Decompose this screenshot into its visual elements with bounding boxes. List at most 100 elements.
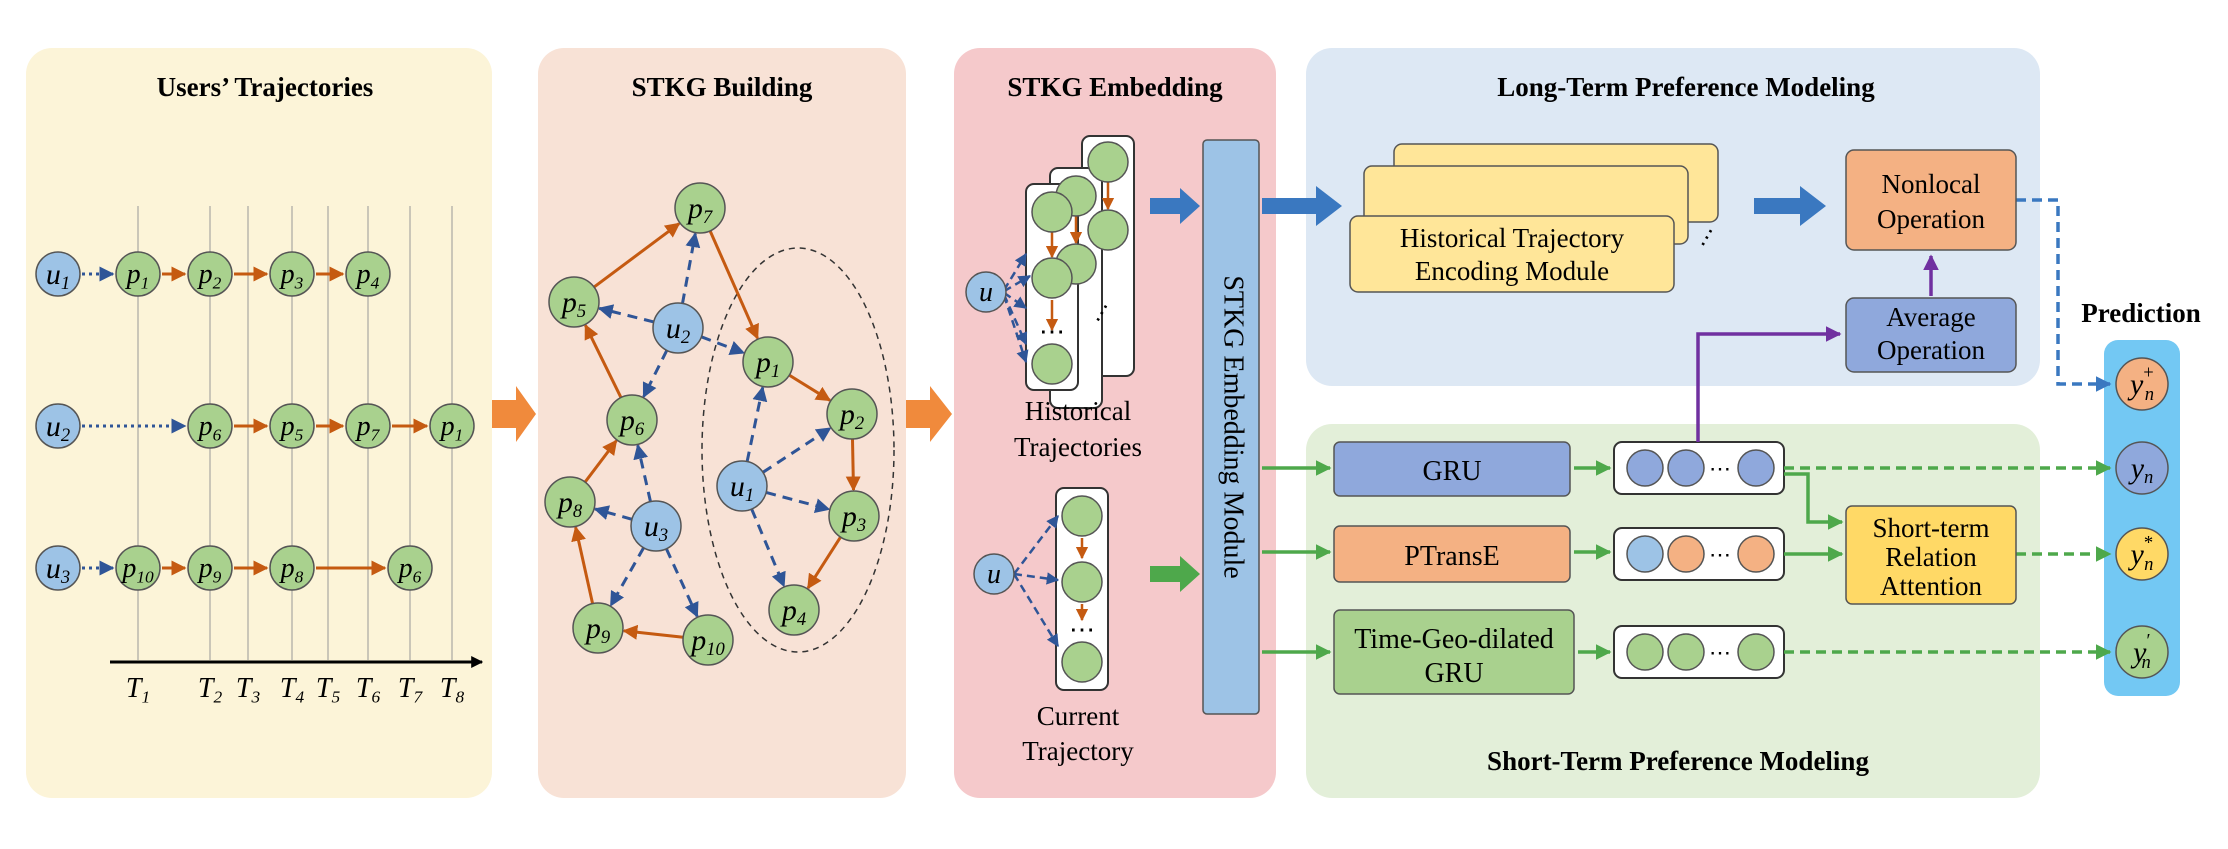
trajectory-poi-node	[115, 251, 161, 297]
user-sequence-edge	[1002, 295, 1029, 364]
gru-state-bar-node	[1667, 449, 1705, 487]
trajectory-poi-node-label: p1	[125, 259, 150, 292]
historical-user-node	[965, 271, 1007, 313]
trajectory-poi-node	[269, 251, 315, 297]
prediction-output-node-label: y+n	[2127, 362, 2154, 405]
sequence-node	[1087, 141, 1129, 183]
user-relation-edge	[762, 426, 832, 474]
graph-poi-node	[548, 276, 600, 328]
gru-state-bar-ellipsis: ⋯	[1709, 456, 1731, 481]
user-sequence-edge	[1003, 291, 1028, 310]
user-relation-edge	[765, 491, 831, 514]
trajectory-poi-node	[269, 403, 315, 449]
prediction-output-node-label: y′n	[2130, 630, 2151, 673]
time-tick-label: T4	[280, 673, 305, 706]
trajectory-poi-node-label: p2	[197, 259, 222, 292]
trajectory-poi-node	[187, 545, 233, 591]
current-user-node-label: u	[987, 559, 1001, 590]
prediction-output-node	[2115, 625, 2169, 679]
trajectory-user-node	[35, 251, 81, 297]
sequence-node	[1031, 191, 1073, 233]
historical-user-node-label: u	[979, 277, 993, 308]
trajectory-poi-node-label: p1	[439, 411, 464, 444]
graph-poi-node-label: p2	[838, 398, 864, 434]
poi-transition-edge	[708, 230, 759, 340]
trajectory-user-node-label: u2	[46, 410, 70, 446]
graph-poi-node	[674, 182, 726, 234]
prediction-output-node	[2115, 527, 2169, 581]
graph-user-node-label: u3	[644, 510, 668, 546]
module-to-encoder-arrow	[1262, 186, 1342, 226]
trajectory-poi-node-label: p7	[355, 411, 381, 444]
graph-user-node	[716, 460, 768, 512]
encoder-to-nonlocal-arrow	[1754, 186, 1826, 226]
ptranse-state-bar-node	[1737, 535, 1775, 573]
poi-transition-edge	[622, 624, 684, 640]
ptranse-label: PTransE	[1404, 541, 1499, 572]
trajectory-poi-node-label: p6	[197, 411, 222, 444]
user-relation-edge	[597, 304, 655, 324]
trajectory-poi-node-label: p9	[197, 553, 222, 586]
graph-poi-node-label: p8	[556, 486, 583, 522]
trajectory-user-node	[35, 545, 81, 591]
graph-poi-node	[768, 584, 820, 636]
time-tick-label: T3	[236, 673, 261, 706]
trajectory-poi-node-label: p3	[279, 259, 304, 292]
current-trajectory-line1: Current	[1037, 701, 1120, 731]
graph-poi-node-label: p3	[840, 500, 866, 536]
current-user-node	[973, 553, 1015, 595]
graph-poi-node	[828, 490, 880, 542]
graph-poi-node	[682, 614, 734, 666]
graph-poi-node-label: p1	[754, 346, 780, 382]
time-tick-label: T7	[398, 673, 424, 706]
poi-transition-edge	[788, 373, 832, 402]
trajectory-poi-node-label: p10	[120, 553, 154, 586]
user-sequence-edge	[1012, 573, 1060, 648]
graph-poi-node-label: p7	[686, 192, 713, 228]
prediction-title: Prediction	[2081, 298, 2200, 328]
trajectory-poi-node-label: p5	[279, 411, 304, 444]
ptranse-state-bar-node	[1667, 535, 1705, 573]
trajectory-poi-node	[115, 545, 161, 591]
encoder-label-line2: Encoding Module	[1415, 256, 1609, 286]
average-label-line2: Operation	[1877, 335, 1985, 365]
trajectory-poi-node	[269, 545, 315, 591]
poi-transition-edge	[845, 438, 861, 492]
gru-to-attention-arrow	[1784, 472, 1844, 530]
ptranse-state-bar-ellipsis: ⋯	[1709, 542, 1731, 567]
time-tick-label: T2	[198, 673, 223, 706]
current-to-module-arrow	[1150, 556, 1200, 592]
poi-transition-edge	[584, 323, 623, 399]
poi-transition-edge	[593, 222, 681, 289]
panel-trajectories	[26, 48, 492, 798]
time-tick-label: T1	[126, 673, 150, 706]
time-tick-label: T5	[316, 673, 341, 706]
gru-box	[1333, 441, 1571, 497]
historical-trajectories-line2: Trajectories	[1014, 432, 1142, 462]
ptranse-state-bar-node	[1626, 535, 1664, 573]
transition-arrow-1	[492, 386, 536, 442]
time-geo-dilated-gru-label-line2: GRU	[1424, 658, 1483, 689]
encoder-card-front	[1349, 215, 1675, 293]
sequence-node	[1061, 641, 1103, 683]
community-ellipse	[701, 247, 895, 653]
trajectory-user-node-label: u3	[46, 552, 70, 588]
sequence-node	[1061, 495, 1103, 537]
graph-user-node-label: u1	[730, 470, 754, 506]
gru-state-bar-node	[1737, 449, 1775, 487]
sequence-ellipsis: ⋯	[1039, 317, 1065, 346]
user-sequence-edge	[1013, 572, 1060, 585]
gru-state-bar-node	[1626, 449, 1664, 487]
historical-to-module-arrow	[1150, 188, 1200, 224]
stkg-building-title: STKG Building	[632, 72, 813, 102]
nonlocal-label-line2: Operation	[1877, 204, 1985, 234]
prediction-output-node	[2115, 357, 2169, 411]
tgd-state-bar-node	[1667, 633, 1705, 671]
trajectory-poi-node-label: p8	[279, 553, 304, 586]
average-operation-box	[1845, 297, 2017, 373]
trajectory-user-node	[35, 403, 81, 449]
user-relation-edge	[665, 548, 699, 618]
user-relation-edge	[633, 443, 652, 502]
